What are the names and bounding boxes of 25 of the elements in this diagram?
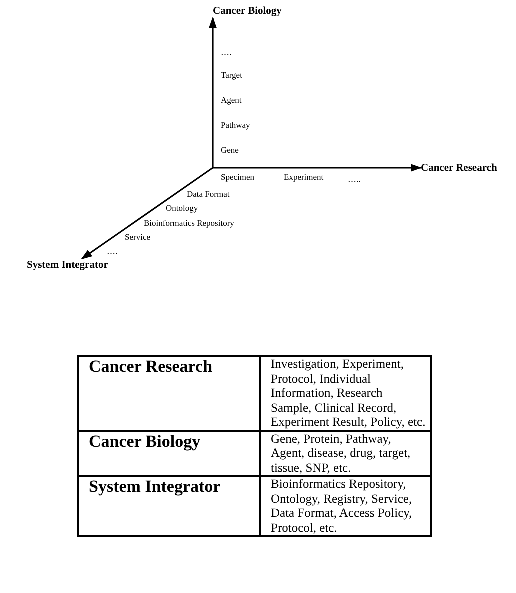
axis-arrow: [213, 164, 422, 172]
table-row-header: System Integrator: [78, 476, 260, 536]
axis-item-label: Pathway: [221, 120, 250, 130]
axis-item-label: Specimen: [221, 172, 255, 182]
axis-item-label: ….: [221, 47, 232, 57]
axis-item-label: Target: [221, 70, 242, 80]
table-cell-text: Gene, Protein, Pathway, Agent, disease, drug, target, tissue, SNP, etc.: [260, 430, 431, 476]
table-cell-text: Investigation, Experiment, Protocol, Individual Information, Research Sample, Clinical Record, Experiment Result, Policy, etc.: [260, 356, 431, 430]
axis-arrow: [81, 167, 214, 260]
axis-item-label: …..: [348, 174, 361, 184]
axis-item-label: Bioinformatics Repository: [144, 218, 234, 228]
axis-label: Cancer Research: [421, 162, 498, 175]
axis-item-label: Experiment: [284, 172, 324, 182]
axis-arrow: [209, 16, 217, 168]
axis-item-label: ….: [107, 246, 118, 256]
axis-item-label: Data Format: [187, 189, 230, 199]
axis-label: System Integrator: [27, 259, 108, 272]
table-row-header: Cancer Research: [78, 356, 260, 430]
axis-label: Cancer Biology: [213, 5, 282, 18]
table-cell-text: Bioinformatics Repository, Ontology, Registry, Service, Data Format, Access Policy, Protocol, etc.: [260, 476, 431, 536]
table-row-header: Cancer Biology: [78, 430, 260, 476]
axis-item-label: Agent: [221, 95, 242, 105]
axis-item-label: Ontology: [166, 203, 198, 213]
axis-item-label: Service: [125, 232, 150, 242]
axis-item-label: Gene: [221, 145, 239, 155]
